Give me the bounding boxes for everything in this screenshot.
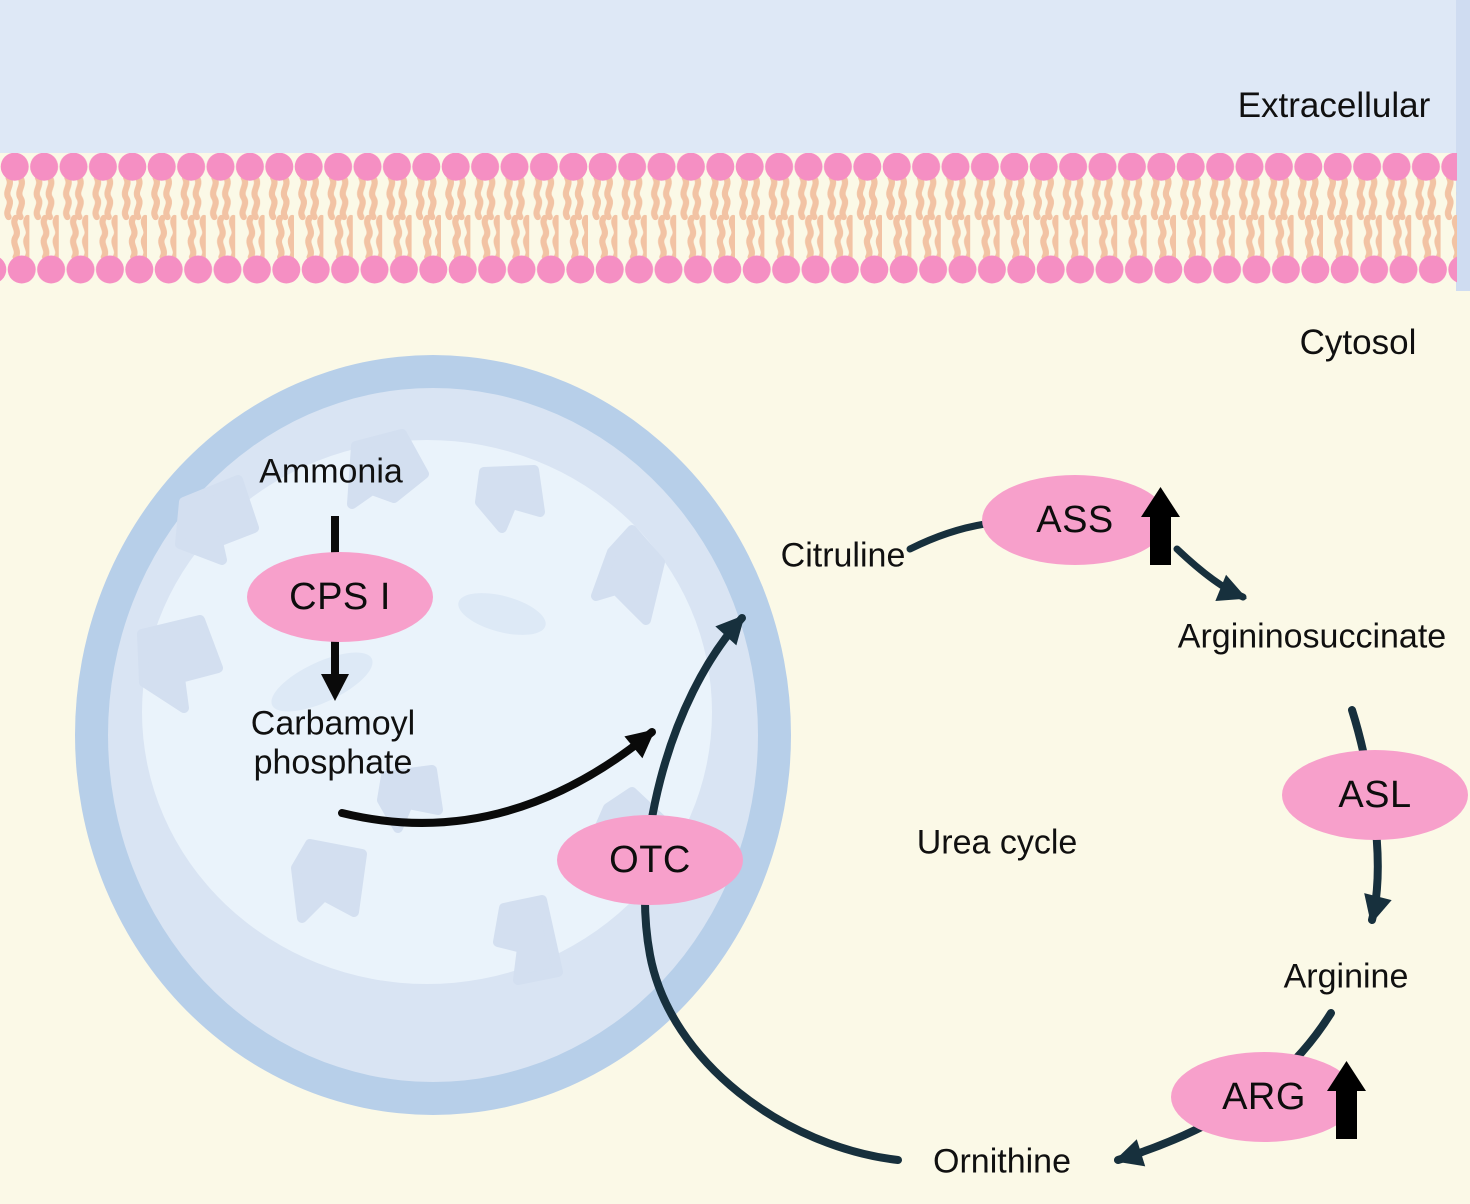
enzyme-asl-label: ASL (1338, 773, 1412, 816)
enzyme-cps1-label: CPS I (289, 575, 391, 618)
enzyme-otc: OTC (557, 815, 743, 905)
arrow-cps1-to-carbamoyl (321, 640, 349, 701)
arg-up-arrow-icon (1327, 1061, 1366, 1139)
extracellular-region (0, 0, 1470, 153)
enzyme-cps1: CPS I (247, 552, 433, 642)
matrix-light-patches (271, 593, 546, 712)
extracellular-right-strip (1456, 0, 1470, 291)
arrow-ass-to-argininosuccinate (1173, 545, 1247, 602)
citruline-label: Citruline (780, 536, 906, 575)
mitochondrion-cristae (137, 429, 669, 985)
carbamoyl-phosphate-line2: phosphate (253, 744, 413, 782)
arrow-carbamoyl-to-citruline (338, 728, 656, 827)
enzyme-ass-label: ASS (1036, 498, 1114, 541)
arrow-ornithine-through-otc (640, 614, 902, 1164)
extracellular-label: Extracellular (1237, 86, 1431, 125)
cytosol-label: Cytosol (1299, 323, 1417, 362)
enzyme-otc-label: OTC (609, 838, 691, 881)
enzyme-ass: ASS (982, 475, 1168, 565)
enzyme-asl: ASL (1282, 750, 1468, 840)
link-citruline-to-ass (906, 520, 989, 553)
cell-membrane (0, 153, 1457, 284)
carbamoyl-phosphate-label: Carbamoyl phosphate (223, 705, 443, 784)
ornithine-label: Ornithine (933, 1142, 1071, 1181)
ass-up-arrow-icon (1141, 487, 1180, 565)
carbamoyl-phosphate-line1: Carbamoyl (250, 704, 416, 743)
argininosuccinate-label: Argininosuccinate (1177, 617, 1447, 656)
enzyme-arg-label: ARG (1222, 1075, 1306, 1118)
arginine-label: Arginine (1283, 957, 1409, 996)
urea-cycle-title: Urea cycle (916, 823, 1078, 862)
enzyme-arg: ARG (1171, 1052, 1357, 1142)
phospholipid-bilayer-pattern (0, 153, 1457, 284)
ammonia-label: Ammonia (259, 452, 403, 491)
